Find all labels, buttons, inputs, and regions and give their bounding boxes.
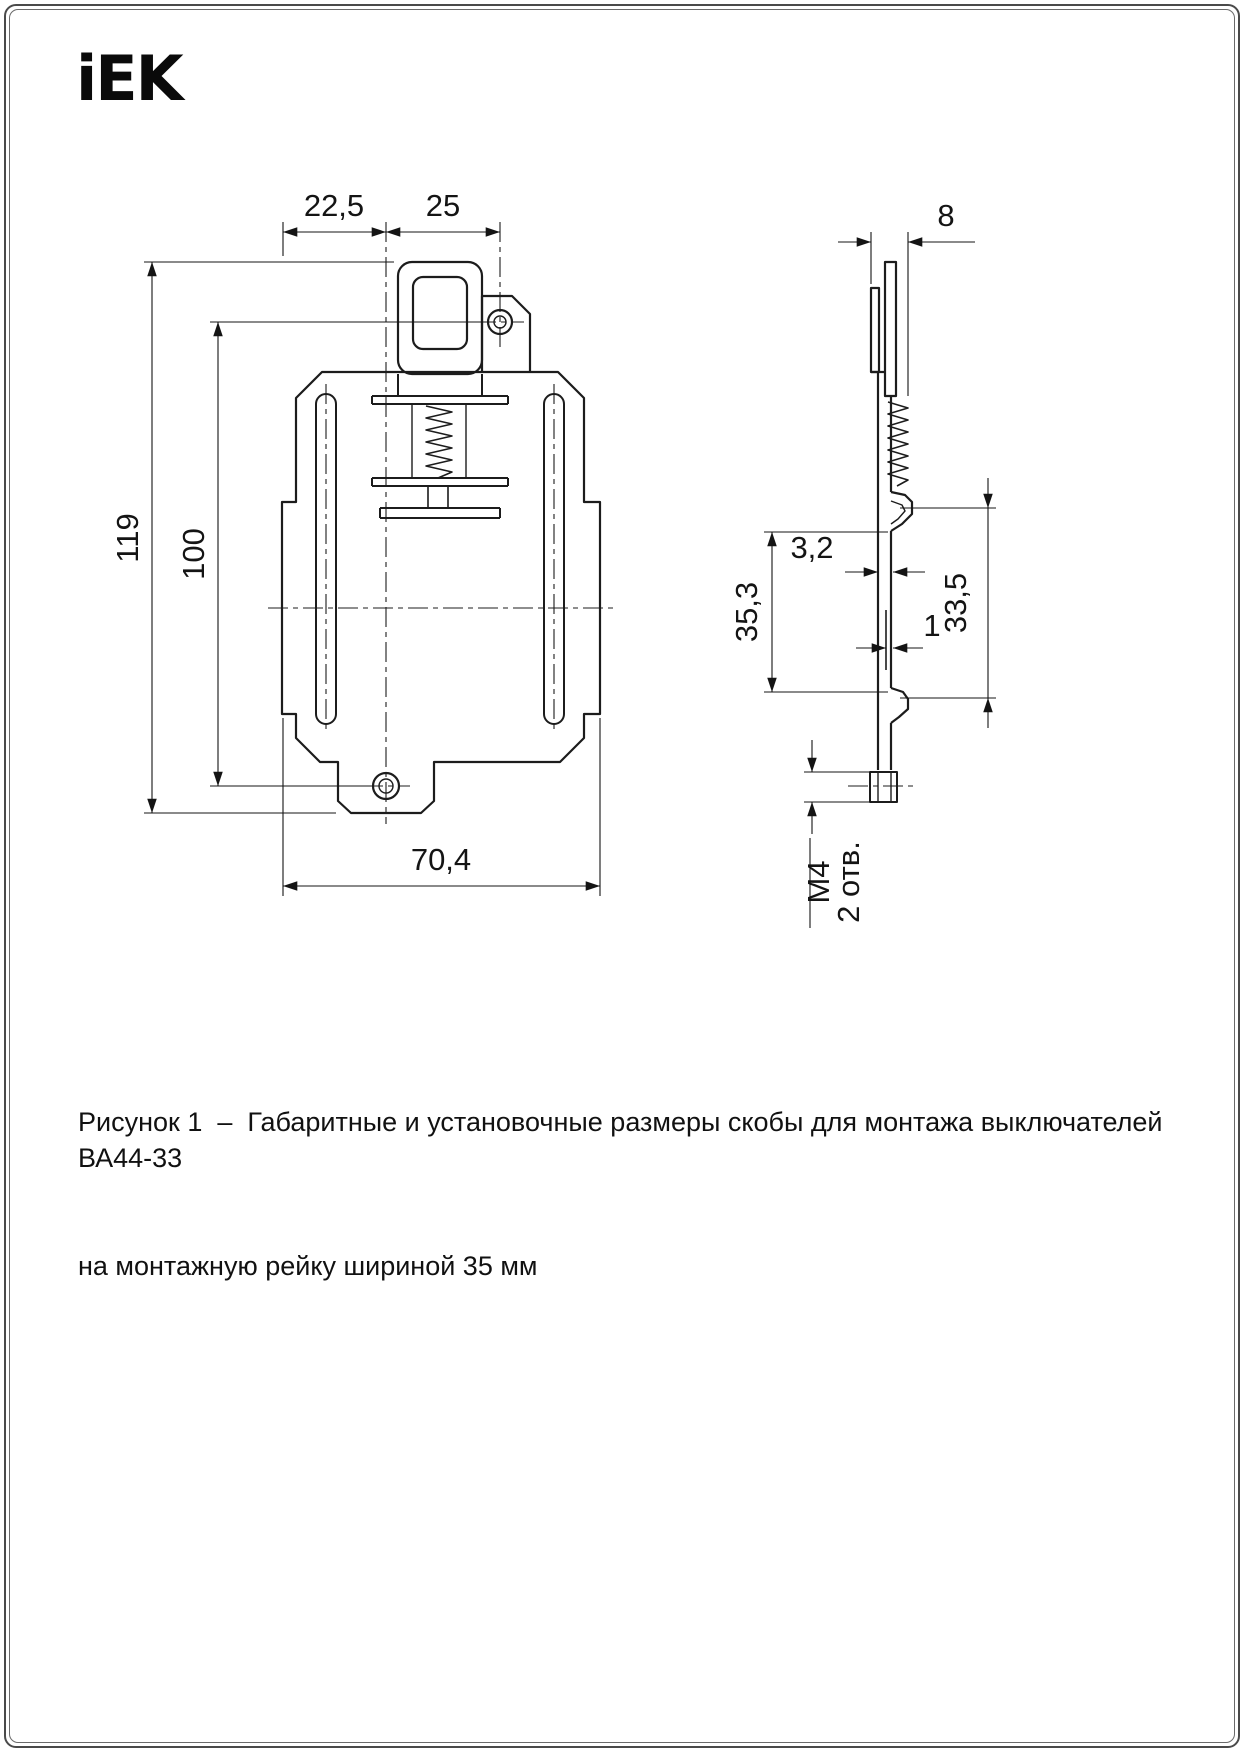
latch-tongue: [427, 485, 449, 509]
side-loop-edge: [869, 286, 881, 374]
dim-label-lip: 1: [923, 608, 940, 643]
iek-logo: iEK: [76, 42, 184, 115]
dim-label-thread: М4: [801, 860, 836, 903]
spring-plate-low: [379, 507, 501, 519]
spring-coil: [425, 405, 453, 479]
side-clip-edge: [883, 260, 898, 398]
side-hook-lower: [890, 686, 910, 724]
dim-label-hole-spacing: 100: [176, 528, 211, 580]
side-spring-coil: [887, 401, 909, 487]
dim-label-slot-depth: 3,2: [790, 530, 833, 565]
technical-drawing: 22,5 25 119 100 70,4: [110, 188, 996, 928]
side-hook-upper: [890, 490, 914, 532]
dim-label-rail-height: 33,5: [938, 573, 973, 633]
spring-plate-mid: [371, 477, 509, 487]
side-view: [869, 260, 914, 803]
dim-label-overall-width: 70,4: [411, 842, 471, 877]
front-view: [280, 260, 602, 815]
spring-guides: [411, 404, 467, 478]
clip-loop-outer: [396, 260, 484, 376]
dim-label-thickness: 8: [937, 198, 954, 233]
clip-stems: [397, 374, 483, 396]
dim-label-offset-left: 22,5: [304, 188, 364, 223]
dim-label-holes-count: 2 отв.: [831, 841, 866, 923]
figure-caption-line2: на монтажную рейку шириной 35 мм: [78, 1251, 538, 1281]
mount-ear: [480, 294, 532, 372]
front-dim-labels: 22,5 25 119 100 70,4: [110, 188, 471, 877]
front-centerlines: [268, 222, 614, 824]
side-plate: [871, 370, 893, 770]
dim-label-clip-span: 35,3: [729, 582, 764, 642]
figure-caption: Рисунок 1 – Габаритные и установочные ра…: [78, 1032, 1178, 1356]
side-dimensions: [764, 232, 996, 928]
bracket-body-outline: [280, 370, 602, 815]
side-screw-head: [869, 771, 898, 803]
dim-label-overall-height: 119: [110, 513, 145, 562]
dim-label-hole-offset: 25: [426, 188, 460, 223]
side-screw-shank: [877, 772, 892, 802]
side-dim-labels: 8 3,2 1 35,3 33,5 М4 2 отв.: [729, 198, 973, 923]
front-dimensions: [144, 222, 601, 896]
spring-plate-top: [371, 395, 509, 405]
clip-loop-inner: [411, 275, 469, 351]
figure-caption-line1: Рисунок 1 – Габаритные и установочные ра…: [78, 1107, 1171, 1173]
side-hook-upper-inner: [890, 500, 906, 525]
